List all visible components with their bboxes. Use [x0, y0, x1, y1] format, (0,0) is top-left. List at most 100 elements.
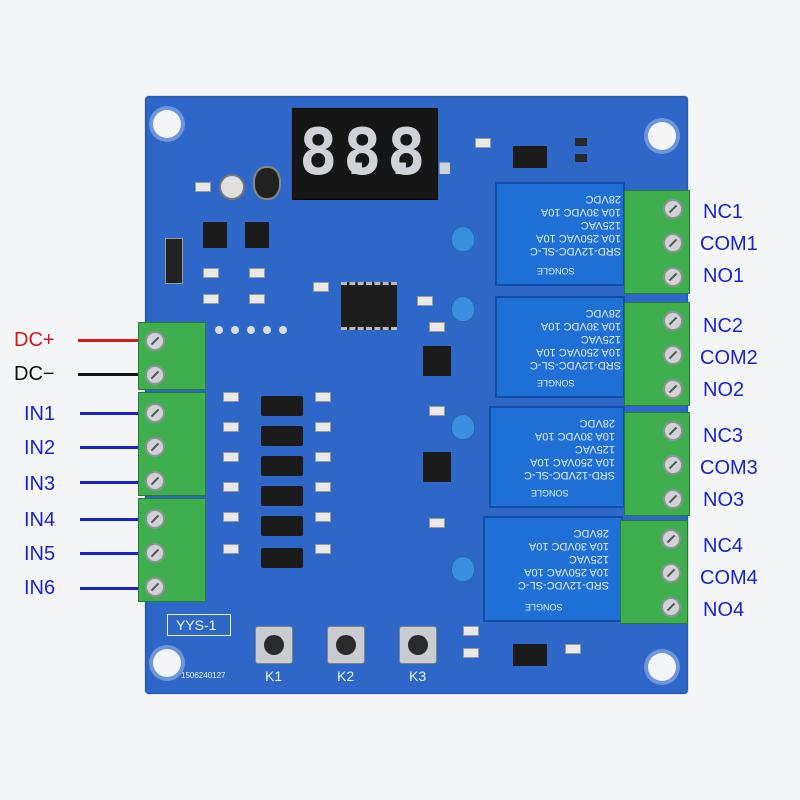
relay-rating: 10A 250VAC 10A 125VAC: [536, 219, 621, 244]
terminal-screw: [663, 233, 683, 253]
smd-resistor: [223, 392, 239, 402]
smd-resistor: [565, 644, 581, 654]
electrolytic-capacitor: [253, 166, 281, 200]
relay-model: SRD-12VDC-SL-C: [529, 359, 621, 371]
optocoupler-chip: [261, 456, 303, 476]
smd-resistor: [315, 452, 331, 462]
nc1-label: NC1: [703, 201, 744, 223]
com3-label: COM3: [700, 457, 758, 479]
optocoupler-chip: [513, 146, 547, 168]
smd-led: [575, 138, 587, 146]
terminal-screw: [145, 509, 165, 529]
smd-resistor: [249, 268, 265, 278]
relay-4-terminal-block[interactable]: [620, 520, 688, 624]
in4-label: IN4: [24, 509, 56, 531]
in1-wire: [80, 412, 138, 415]
k2-button[interactable]: [327, 626, 365, 664]
smd-resistor: [475, 138, 491, 148]
smd-resistor: [223, 512, 239, 522]
relay-rating: 10A 30VDC 10A 28VDC: [541, 307, 621, 332]
relay-model: SRD-12VDC-SL-C: [517, 579, 609, 591]
pin-header: [215, 326, 315, 334]
input-terminal-block-2[interactable]: [138, 498, 206, 602]
in5-wire: [80, 552, 138, 555]
terminal-screw: [145, 543, 165, 563]
smd-resistor: [223, 452, 239, 462]
ceramic-capacitor: [451, 414, 475, 440]
relay-model: SRD-12VDC-SL-C: [529, 245, 621, 257]
smd-resistor: [249, 294, 265, 304]
terminal-screw: [145, 365, 165, 385]
no4-label: NO4: [703, 599, 745, 621]
power-terminal-block[interactable]: [138, 322, 206, 390]
smd-resistor: [315, 544, 331, 554]
dc-minus-wire: [78, 373, 138, 376]
ceramic-capacitor: [451, 296, 475, 322]
terminal-screw: [661, 563, 681, 583]
microcontroller-chip: [341, 282, 397, 330]
k3-button[interactable]: [399, 626, 437, 664]
relay-brand: SONGLE: [537, 266, 575, 276]
relay-rating: 10A 30VDC 10A 28VDC: [541, 193, 621, 218]
smd-resistor: [429, 406, 445, 416]
com1-label: COM1: [700, 233, 758, 255]
mounting-hole-top-right: [648, 122, 676, 150]
voltage-regulator: [203, 222, 227, 248]
smd-resistor: [315, 512, 331, 522]
smd-resistor: [429, 322, 445, 332]
terminal-screw: [663, 267, 683, 287]
relay-brand: SONGLE: [531, 488, 569, 498]
no2-label: NO2: [703, 379, 745, 401]
nc3-label: NC3: [703, 425, 744, 447]
input-terminal-block-1[interactable]: [138, 392, 206, 496]
terminal-screw: [663, 421, 683, 441]
driver-chip: [423, 452, 451, 482]
in6-wire: [80, 587, 138, 590]
smd-resistor: [195, 182, 211, 192]
mounting-hole-bottom-right: [648, 653, 676, 681]
terminal-screw: [663, 489, 683, 509]
date-code: 1506240127: [181, 671, 226, 680]
relay-1-terminal-block[interactable]: [624, 190, 690, 294]
smd-resistor: [223, 544, 239, 554]
seven-segment-display: 8. 8. 8.: [292, 108, 464, 200]
ceramic-capacitor: [451, 556, 475, 582]
terminal-screw: [663, 311, 683, 331]
ceramic-capacitor: [451, 226, 475, 252]
relay-rating: 10A 30VDC 10A 28VDC: [529, 527, 609, 552]
no3-label: NO3: [703, 489, 745, 511]
nc4-label: NC4: [703, 535, 744, 557]
in4-wire: [80, 518, 138, 521]
terminal-screw: [661, 529, 681, 549]
terminal-screw: [663, 379, 683, 399]
terminal-screw: [145, 577, 165, 597]
relay-brand: SONGLE: [525, 602, 563, 612]
relay-model: SRD-12VDC-SL-C: [523, 469, 615, 481]
smd-resistor: [223, 422, 239, 432]
k1-button[interactable]: [255, 626, 293, 664]
optocoupler-chip: [261, 548, 303, 568]
relay-board-pcb: 8. 8. 8.: [145, 96, 688, 694]
relay-rating: 10A 250VAC 10A 125VAC: [530, 443, 615, 468]
relay-2-terminal-block[interactable]: [624, 302, 690, 406]
mounting-hole-top-left: [153, 110, 181, 138]
smd-resistor: [313, 282, 329, 292]
com2-label: COM2: [700, 347, 758, 369]
smd-resistor: [203, 268, 219, 278]
smd-resistor: [203, 294, 219, 304]
relay-3-terminal-block[interactable]: [624, 412, 690, 516]
in3-label: IN3: [24, 473, 56, 495]
dc-plus-wire: [78, 339, 138, 342]
com4-label: COM4: [700, 567, 758, 589]
in2-label: IN2: [24, 437, 56, 459]
optocoupler-chip: [261, 396, 303, 416]
terminal-screw: [663, 345, 683, 365]
dc-plus-label: DC+: [14, 329, 55, 351]
in3-wire: [80, 481, 138, 484]
smd-resistor: [463, 648, 479, 658]
smd-resistor: [315, 392, 331, 402]
smd-resistor: [429, 518, 445, 528]
optocoupler-chip: [261, 516, 303, 536]
